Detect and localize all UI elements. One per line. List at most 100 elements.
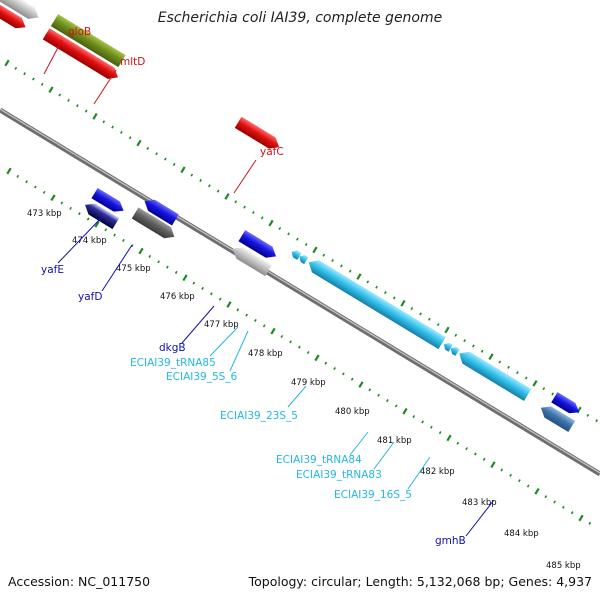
- inner-minor-tick: [500, 468, 504, 472]
- inner-minor-tick: [42, 190, 46, 194]
- inner-major-tick: [138, 247, 144, 255]
- outer-minor-tick: [322, 253, 326, 257]
- outer-minor-tick: [454, 333, 458, 337]
- inner-minor-tick: [526, 484, 530, 488]
- genome-summary: Topology: circular; Length: 5,132,068 bp…: [248, 574, 592, 589]
- gene-label-tRNA83: ECIAI39_tRNA83: [296, 469, 382, 481]
- inner-minor-tick: [377, 393, 380, 397]
- outer-minor-tick: [287, 232, 290, 236]
- gene-yafE[interactable]: [82, 199, 120, 230]
- gene-gray-gloB-region[interactable]: [0, 0, 42, 23]
- kbp-label-474: 474 kbp: [72, 236, 107, 246]
- gene-ECIAI39_tRNA85[interactable]: [290, 248, 302, 260]
- inner-minor-tick: [570, 511, 574, 515]
- outer-minor-tick: [348, 269, 352, 273]
- inner-major-tick: [578, 514, 584, 522]
- inner-major-tick: [270, 327, 276, 335]
- outer-minor-tick: [375, 285, 378, 289]
- outer-minor-tick: [172, 162, 176, 166]
- inner-minor-tick: [544, 495, 548, 499]
- gene-blue-2[interactable]: [141, 196, 179, 226]
- inner-minor-tick: [368, 388, 372, 392]
- outer-minor-tick: [234, 200, 238, 204]
- gene-dkgB[interactable]: [229, 243, 272, 277]
- gene-ECIAI39_5S_6[interactable]: [297, 253, 309, 265]
- gene-label-gmhB: gmhB: [435, 535, 466, 547]
- inner-minor-tick: [69, 206, 72, 210]
- gene-labels: gloB mltD yafC yafE yafD dkgB ECIAI39_tR…: [41, 26, 466, 547]
- outer-minor-tick: [146, 146, 150, 150]
- outer-major-tick: [488, 353, 494, 360]
- gene-ECIAI39_tRNA84[interactable]: [442, 341, 453, 352]
- outer-minor-tick: [392, 296, 396, 300]
- kbp-scale-labels: 473 kbp 474 kbp 475 kbp 476 kbp 477 kbp …: [27, 209, 581, 571]
- kbp-label-475: 475 kbp: [116, 264, 151, 274]
- gene-ECIAI39_23S_5[interactable]: [305, 256, 446, 350]
- inner-minor-tick: [262, 324, 266, 328]
- outer-major-tick: [92, 113, 98, 120]
- outer-major-tick: [268, 219, 274, 227]
- inner-minor-tick: [553, 500, 556, 504]
- outer-minor-tick: [366, 280, 370, 284]
- outer-minor-tick: [524, 376, 528, 380]
- inner-major-tick: [314, 354, 320, 362]
- outer-minor-tick: [120, 130, 123, 134]
- outer-major-tick: [400, 299, 406, 307]
- inner-minor-tick: [562, 505, 565, 509]
- gene-red-left-1[interactable]: [0, 0, 29, 32]
- inner-major-tick: [50, 194, 56, 202]
- gene-blue-3[interactable]: [238, 230, 279, 262]
- outer-minor-tick: [128, 136, 132, 140]
- outer-minor-tick: [595, 419, 598, 423]
- inner-major-tick: [358, 381, 364, 388]
- inner-minor-tick: [254, 318, 257, 323]
- outer-major-tick: [4, 59, 10, 67]
- gene-mltD[interactable]: [50, 14, 126, 68]
- inner-minor-tick: [192, 281, 196, 285]
- outer-minor-tick: [586, 413, 590, 417]
- outer-minor-tick: [76, 104, 79, 108]
- inner-scale-ticks: [6, 167, 592, 525]
- inner-minor-tick: [324, 361, 328, 365]
- gene-gmhB[interactable]: [538, 402, 576, 433]
- outer-minor-tick: [410, 307, 414, 311]
- outer-major-tick: [224, 193, 230, 200]
- gene-ECIAI39_tRNA83[interactable]: [449, 345, 460, 356]
- inner-major-tick: [94, 221, 100, 228]
- inner-minor-tick: [333, 367, 336, 371]
- outer-minor-tick: [190, 173, 194, 177]
- gene-ECIAI39_16S_5[interactable]: [456, 348, 532, 402]
- gene-label-5S6: ECIAI39_5S_6: [166, 371, 238, 383]
- gene-blue-1[interactable]: [91, 187, 126, 216]
- outer-minor-tick: [480, 349, 484, 353]
- inner-minor-tick: [16, 174, 20, 178]
- gene-yafC[interactable]: [234, 116, 283, 153]
- outer-scale-ticks: [4, 59, 598, 423]
- kbp-label-473: 473 kbp: [27, 209, 62, 219]
- inner-minor-tick: [280, 334, 284, 339]
- genome-backbone: [0, 107, 600, 477]
- outer-minor-tick: [40, 82, 44, 86]
- gene-blue-4[interactable]: [551, 392, 582, 417]
- inner-minor-tick: [421, 420, 424, 424]
- kbp-label-480: 480 kbp: [335, 407, 370, 417]
- inner-minor-tick: [245, 313, 248, 317]
- gene-label-dkgB: dkgB: [159, 342, 186, 354]
- outer-minor-tick: [278, 226, 282, 231]
- inner-minor-tick: [430, 425, 433, 429]
- outer-minor-tick: [164, 157, 167, 161]
- inner-minor-tick: [386, 399, 389, 403]
- inner-minor-tick: [588, 521, 592, 525]
- outer-minor-tick: [463, 339, 466, 343]
- inner-major-tick: [446, 434, 452, 442]
- gene-label-yafD: yafD: [78, 291, 102, 303]
- gene-yafD[interactable]: [131, 207, 178, 242]
- outer-minor-tick: [14, 66, 18, 70]
- inner-minor-tick: [306, 350, 310, 355]
- outer-minor-tick: [111, 125, 114, 129]
- outer-minor-tick: [498, 360, 502, 364]
- gene-label-tRNA85: ECIAI39_tRNA85: [130, 357, 216, 369]
- kbp-label-476: 476 kbp: [160, 292, 195, 302]
- outer-minor-tick: [384, 291, 387, 295]
- outer-major-tick: [48, 86, 54, 94]
